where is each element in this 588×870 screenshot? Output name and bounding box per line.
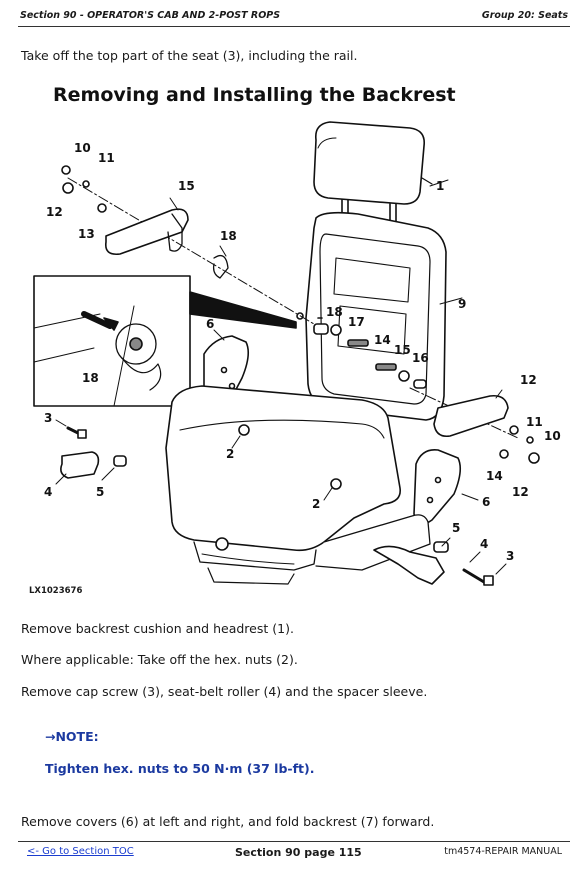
callout: 11 [526, 415, 543, 429]
manual-id: tm4574-REPAIR MANUAL [444, 846, 562, 857]
callout: 2 [226, 447, 234, 461]
callout: 14 [374, 333, 391, 347]
callout: 9 [458, 297, 466, 311]
step-text: Remove cap screw (3), seat-belt roller (… [21, 684, 428, 699]
callout: 1 [436, 179, 444, 193]
page-heading: Removing and Installing the Backrest [53, 84, 456, 106]
callout: 4 [44, 485, 52, 499]
callout: 18 [326, 305, 343, 319]
callout: 13 [78, 227, 95, 241]
callout: 14 [486, 469, 503, 483]
callout: 12 [46, 205, 63, 219]
intro-text: Take off the top part of the seat (3), i… [21, 48, 358, 63]
group-title: Group 20: Seats [481, 10, 568, 21]
note-text: Tighten hex. nuts to 50 N·m (37 lb-ft). [45, 761, 315, 776]
callout: 3 [44, 411, 52, 425]
callout: 6 [206, 317, 214, 331]
callout: 6 [482, 495, 490, 509]
callout: 10 [544, 429, 561, 443]
callout: 10 [74, 141, 91, 155]
header-divider [18, 26, 570, 27]
callout: 3 [506, 549, 514, 563]
section-title: Section 90 - OPERATOR'S CAB AND 2-POST R… [20, 10, 281, 21]
figure-id: LX1023676 [29, 586, 83, 596]
callout: 12 [512, 485, 529, 499]
callout: 5 [96, 485, 104, 499]
callout: 5 [452, 521, 460, 535]
seat-exploded-diagram: 10 11 12 13 15 18 1 9 18 17 14 15 16 6 1… [33, 121, 561, 586]
step-text: Remove covers (6) at left and right, and… [21, 814, 435, 829]
step-text: Where applicable: Take off the hex. nuts… [21, 652, 298, 667]
callout: 17 [348, 315, 365, 329]
callout: 16 [412, 351, 429, 365]
note-label: →NOTE: [45, 729, 99, 744]
step-text: Remove backrest cushion and headrest (1)… [21, 621, 294, 636]
section-toc-link[interactable]: <- Go to Section TOC [27, 846, 134, 857]
callout: 2 [312, 497, 320, 511]
callout: 4 [480, 537, 488, 551]
callout: 15 [394, 343, 411, 357]
footer-divider [18, 841, 570, 842]
callout: 18 [220, 229, 237, 243]
callout: 12 [520, 373, 537, 387]
page-header: Section 90 - OPERATOR'S CAB AND 2-POST R… [18, 8, 570, 26]
callout: 11 [98, 151, 115, 165]
callout: 15 [178, 179, 195, 193]
page-number: Section 90 page 115 [235, 846, 362, 859]
callout: 18 [82, 371, 99, 385]
